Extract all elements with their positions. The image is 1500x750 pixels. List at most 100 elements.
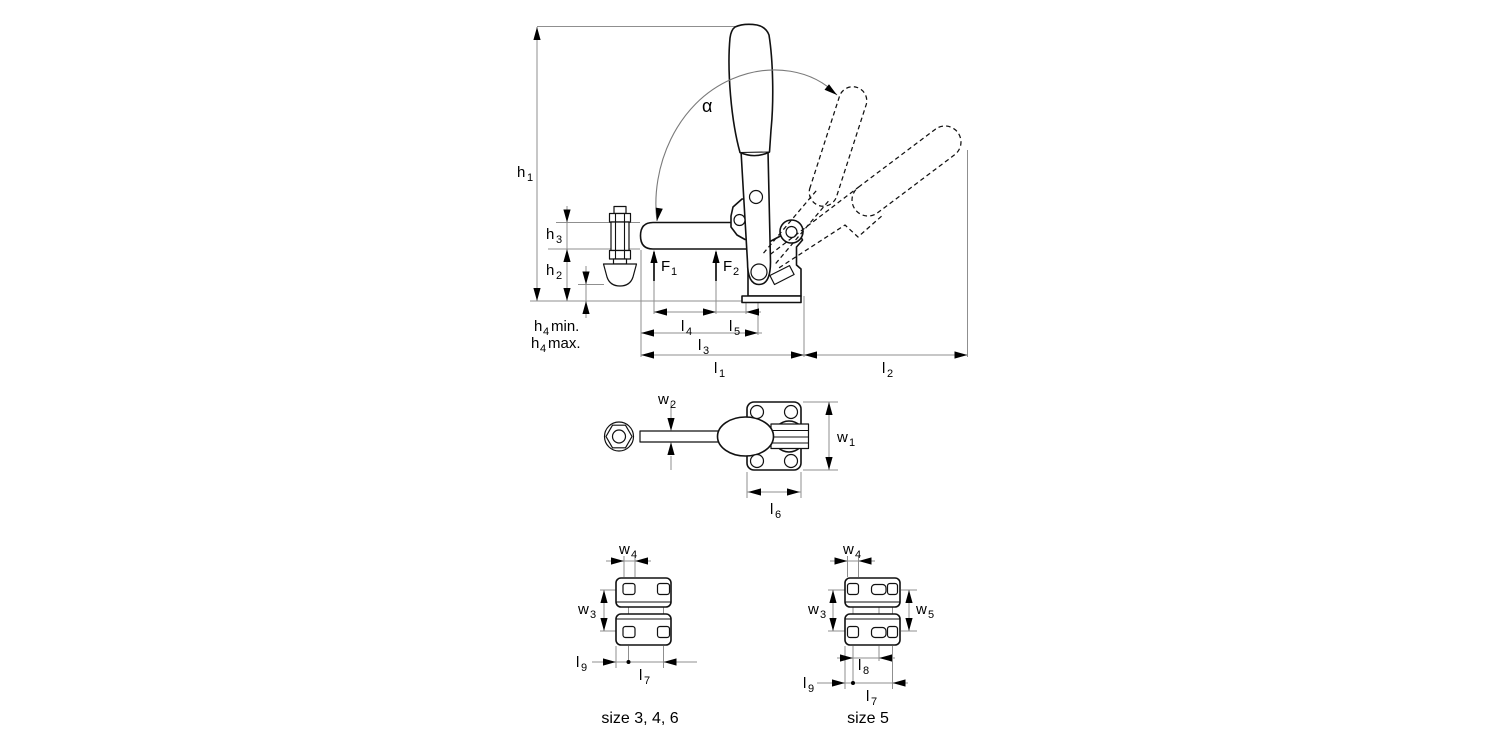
svg-text:l: l xyxy=(858,657,861,674)
spindle-nut-lower xyxy=(608,249,632,260)
svg-text:l: l xyxy=(681,318,684,335)
hole-center-dot xyxy=(626,660,631,664)
svg-text:w: w xyxy=(842,541,854,558)
svg-text:h: h xyxy=(531,335,539,352)
clamping-spindle xyxy=(602,205,638,287)
svg-text:4: 4 xyxy=(540,343,546,355)
svg-text:max.: max. xyxy=(548,335,581,352)
svg-text:2: 2 xyxy=(556,270,562,282)
svg-text:2: 2 xyxy=(887,368,893,380)
slot-hole xyxy=(870,626,887,639)
stop-block xyxy=(769,265,795,286)
svg-text:5: 5 xyxy=(928,609,934,621)
slot-hole xyxy=(622,625,636,639)
svg-text:h: h xyxy=(517,164,525,181)
svg-text:2: 2 xyxy=(733,266,739,278)
svg-text:h: h xyxy=(546,226,554,243)
svg-text:7: 7 xyxy=(871,696,877,708)
svg-text:l: l xyxy=(698,337,701,354)
base-flange xyxy=(741,295,802,304)
svg-text:w: w xyxy=(618,541,630,558)
main-pivot-hole xyxy=(750,263,768,281)
dimension-lines-footprint-left xyxy=(592,556,697,668)
svg-text:w: w xyxy=(807,601,819,618)
spindle-nut-top-view xyxy=(603,421,635,452)
link-plate-hole xyxy=(733,213,746,227)
slot-hole xyxy=(656,625,671,639)
open-position-outlines xyxy=(763,86,962,269)
svg-text:w: w xyxy=(915,601,927,618)
lever-open-position-2 xyxy=(769,186,885,269)
mounting-hole xyxy=(783,453,799,469)
caption-size-346: size 3, 4, 6 xyxy=(601,710,678,727)
clamp-body-top-view xyxy=(716,416,775,457)
spindle-cap xyxy=(613,205,627,215)
mounting-hole xyxy=(783,404,799,420)
svg-text:h: h xyxy=(546,262,554,279)
slot-hole xyxy=(886,582,899,596)
svg-text:8: 8 xyxy=(863,665,869,677)
clamp-side-view xyxy=(602,23,804,304)
svg-text:min.: min. xyxy=(551,318,579,335)
svg-text:3: 3 xyxy=(703,345,709,357)
svg-text:w: w xyxy=(577,601,589,618)
svg-text:3: 3 xyxy=(556,234,562,246)
svg-text:F: F xyxy=(723,258,732,275)
svg-text:1: 1 xyxy=(719,368,725,380)
svg-text:2: 2 xyxy=(670,399,676,411)
svg-text:l: l xyxy=(576,654,579,671)
svg-text:l: l xyxy=(866,688,869,705)
footprint-view-size-5 xyxy=(844,577,901,685)
upper-pivot-hole xyxy=(748,189,764,205)
svg-text:l: l xyxy=(714,360,717,377)
svg-text:4: 4 xyxy=(543,326,549,338)
spindle-neck xyxy=(612,258,628,265)
dimension-arrowheads xyxy=(533,27,968,687)
svg-text:l: l xyxy=(882,360,885,377)
svg-text:l: l xyxy=(729,318,732,335)
svg-text:4: 4 xyxy=(686,326,692,338)
spindle-foot-pad xyxy=(602,263,638,287)
handle-open-position-1 xyxy=(808,86,868,207)
handle-grip xyxy=(728,23,774,157)
lever-open-position-1 xyxy=(763,188,831,264)
label-alpha: α xyxy=(702,96,712,116)
svg-text:l: l xyxy=(770,501,773,518)
lever-arm xyxy=(740,150,772,286)
svg-text:1: 1 xyxy=(671,266,677,278)
svg-text:F: F xyxy=(661,258,670,275)
svg-text:w: w xyxy=(657,391,669,408)
svg-text:6: 6 xyxy=(775,509,781,521)
svg-text:l: l xyxy=(639,667,642,684)
spindle-body xyxy=(610,221,630,252)
slot-hole xyxy=(846,582,860,596)
slot-hole xyxy=(846,625,860,639)
slot-hole xyxy=(656,582,671,596)
clamping-bar xyxy=(639,221,748,250)
svg-text:9: 9 xyxy=(581,662,587,674)
angle-arc xyxy=(655,69,838,222)
svg-text:w: w xyxy=(836,429,848,446)
